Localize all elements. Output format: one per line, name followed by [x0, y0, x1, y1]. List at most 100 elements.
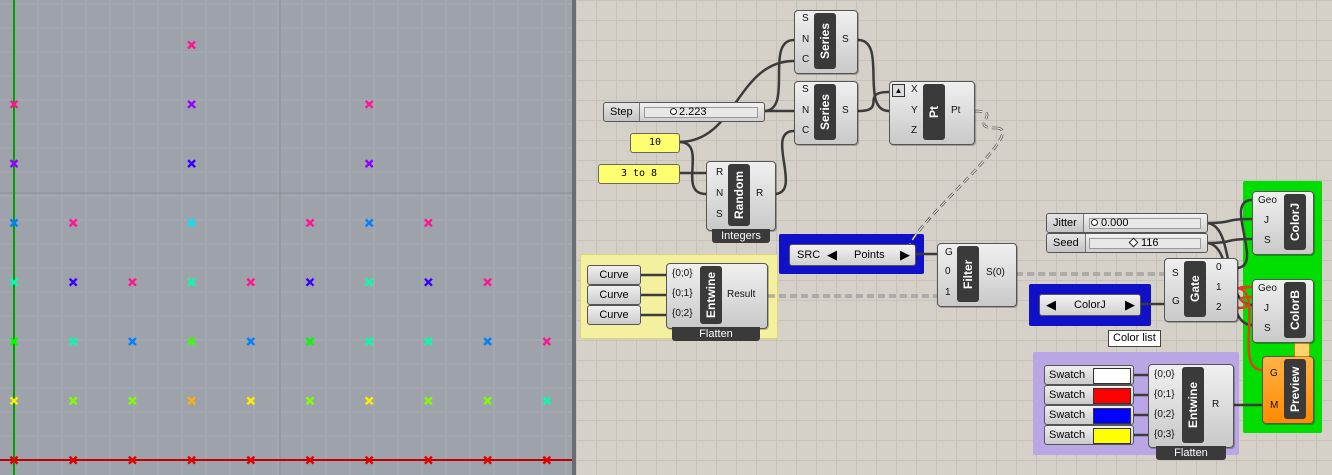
- viewport-point: [305, 455, 315, 465]
- viewport-point: [9, 396, 19, 406]
- step-label: Step: [604, 103, 640, 121]
- viewport-point: [128, 337, 137, 346]
- filter-title: Filter: [957, 246, 979, 302]
- viewport-point: [424, 277, 433, 287]
- wire: [1235, 285, 1253, 290]
- viewport-point: [187, 218, 196, 228]
- slider-knob-icon[interactable]: [1091, 219, 1098, 226]
- preview-swatch-icon: [1294, 343, 1310, 357]
- colorb-component[interactable]: Geo J S ColorB: [1252, 279, 1314, 343]
- series-component-2[interactable]: S N C Series S: [794, 81, 858, 145]
- src-value-list[interactable]: SRC ◀ Points ▶: [789, 244, 916, 266]
- grasshopper-canvas[interactable]: Step 2.223 10 3 to 8 R N S Random R Inte…: [576, 0, 1332, 475]
- viewport-point: [364, 159, 374, 168]
- panel-range[interactable]: 3 to 8: [598, 164, 680, 184]
- rhino-viewport[interactable]: [0, 0, 572, 475]
- curve-param-2[interactable]: Curve: [587, 285, 641, 305]
- expand-icon[interactable]: ▲: [892, 84, 905, 97]
- wire: [1235, 286, 1263, 372]
- wire: [773, 129, 795, 196]
- filter-component[interactable]: G 0 1 Filter S(0): [937, 243, 1017, 309]
- viewport-point: [9, 159, 19, 168]
- panel-ten[interactable]: 10: [630, 133, 680, 153]
- viewport-point: [68, 455, 78, 465]
- viewport-point: [305, 337, 315, 346]
- colorj-component[interactable]: Geo J S ColorJ: [1252, 191, 1314, 255]
- viewport-point: [128, 396, 137, 406]
- viewport-point: [542, 396, 552, 406]
- viewport-point: [542, 337, 552, 346]
- chevron-right-icon[interactable]: ▶: [1125, 297, 1135, 312]
- random-component[interactable]: R N S Random R Integers: [706, 161, 776, 243]
- pt-component[interactable]: ▲ X Y Z Pt Pt: [889, 81, 975, 145]
- panel-splitter[interactable]: [572, 0, 576, 475]
- entwine-component-1[interactable]: {0;0} {0;1} {0;2} Entwine Result Flatten: [666, 263, 768, 343]
- series-component-1[interactable]: S N C Series S: [794, 10, 858, 74]
- slider-knob-icon[interactable]: [670, 108, 677, 115]
- series-title-1: Series: [814, 13, 836, 69]
- swatch-1[interactable]: Swatch: [1044, 365, 1134, 385]
- preview-component[interactable]: G M Preview: [1262, 356, 1314, 426]
- swatch-3[interactable]: Swatch: [1044, 405, 1134, 425]
- entwine-component-2[interactable]: {0;0} {0;1} {0;2} {0;3} Entwine R Flatte…: [1148, 364, 1234, 462]
- series-title-2: Series: [814, 84, 836, 140]
- seed-slider[interactable]: Seed 116: [1046, 233, 1208, 253]
- viewport-point: [364, 396, 374, 406]
- colorb-title: ColorB: [1284, 282, 1306, 338]
- viewport-point: [9, 218, 19, 228]
- wire: [907, 127, 1004, 255]
- viewport-point: [9, 99, 19, 109]
- chevron-left-icon[interactable]: ◀: [827, 247, 837, 262]
- pt-title: Pt: [923, 84, 945, 140]
- viewport-point: [364, 277, 374, 287]
- viewport-point: [305, 396, 315, 406]
- swatch-color: [1093, 388, 1131, 404]
- viewport-point: [364, 455, 374, 465]
- viewport-point: [187, 99, 196, 109]
- viewport-point: [424, 337, 433, 346]
- random-title: Random: [728, 164, 750, 226]
- viewport-point: [424, 396, 433, 406]
- step-value: 2.223: [679, 106, 707, 118]
- viewport-point: [187, 455, 196, 465]
- viewport-point: [187, 396, 196, 406]
- wire: [974, 109, 997, 130]
- jitter-slider[interactable]: Jitter 0.000: [1046, 213, 1208, 233]
- swatch-2[interactable]: Swatch: [1044, 385, 1134, 405]
- colorj-value-list[interactable]: ◀ ColorJ ▶: [1039, 294, 1141, 316]
- gate-component[interactable]: S G Gate 0 1 2: [1164, 258, 1238, 324]
- wire: [1235, 198, 1253, 270]
- chevron-right-icon[interactable]: ▶: [900, 247, 910, 262]
- viewport-point: [364, 218, 374, 228]
- viewport-point: [187, 40, 196, 50]
- viewport-point: [424, 218, 433, 228]
- step-slider[interactable]: Step 2.223: [603, 102, 765, 122]
- wire: [763, 38, 795, 113]
- viewport-point: [246, 396, 256, 406]
- swatch-4[interactable]: Swatch: [1044, 425, 1134, 445]
- viewport-point: [9, 277, 19, 287]
- viewport-point: [128, 277, 137, 287]
- jitter-value: 0.000: [1101, 217, 1129, 229]
- viewport-point: [364, 337, 374, 346]
- chevron-left-icon[interactable]: ◀: [1046, 297, 1056, 312]
- wire: [678, 140, 707, 196]
- wire: [857, 38, 890, 113]
- seed-value: 116: [1141, 237, 1159, 249]
- wire: [1235, 295, 1253, 310]
- curve-param-1[interactable]: Curve: [587, 265, 641, 285]
- viewport-point: [483, 396, 492, 406]
- entwine-tag-2: Flatten: [1156, 446, 1226, 460]
- wire: [678, 59, 795, 144]
- viewport-point: [246, 455, 256, 465]
- wire: [857, 90, 890, 113]
- entwine-tag-1: Flatten: [672, 327, 760, 341]
- viewport-point: [364, 99, 374, 109]
- preview-title: Preview: [1284, 359, 1306, 419]
- color-list-tooltip: Color list: [1108, 330, 1161, 347]
- swatch-color: [1093, 428, 1131, 444]
- curve-param-3[interactable]: Curve: [587, 305, 641, 325]
- viewport-grid: [0, 0, 572, 475]
- swatch-color: [1093, 408, 1131, 424]
- viewport-point: [305, 277, 315, 287]
